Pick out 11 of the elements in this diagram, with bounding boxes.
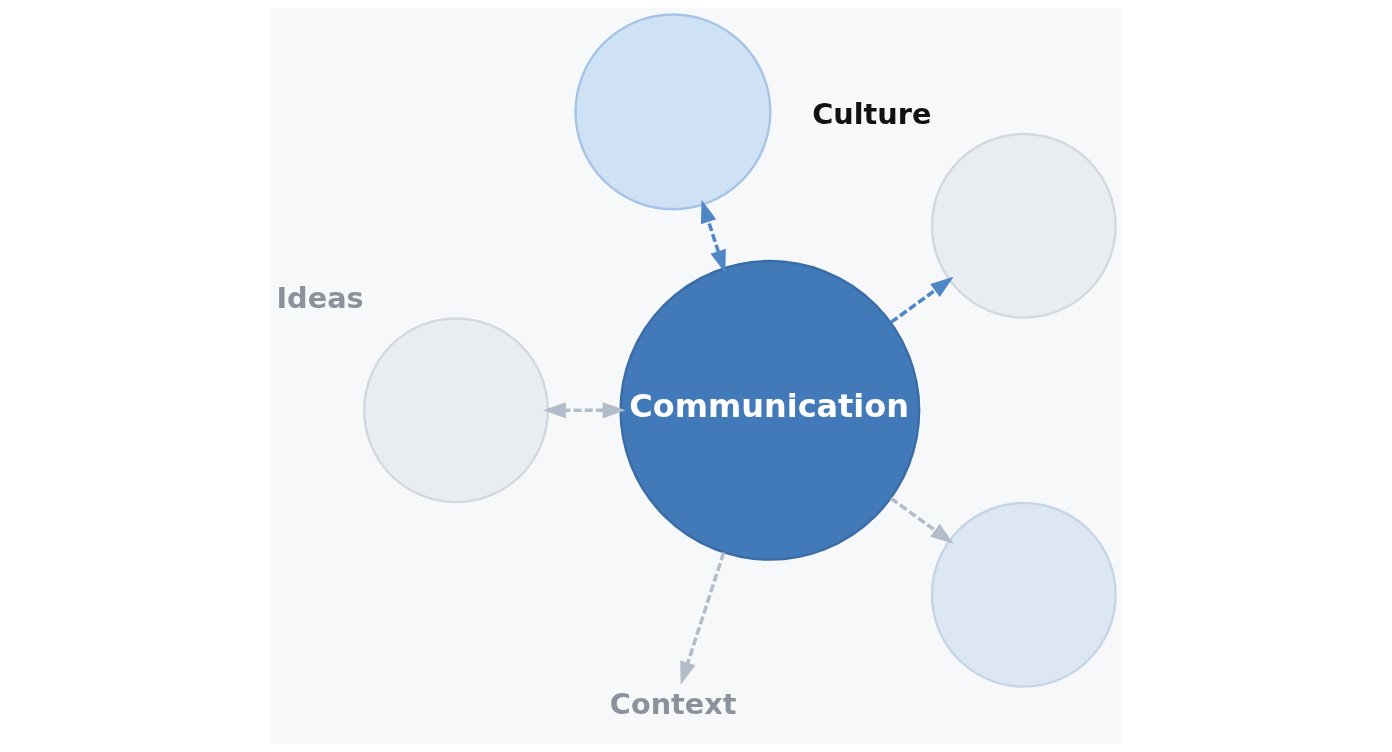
arrow — [700, 199, 726, 274]
arrow — [680, 552, 726, 685]
node-circle — [574, 13, 772, 211]
node-label: Culture — [812, 96, 932, 131]
node-label: Ideas — [276, 280, 364, 315]
node-circle: Communication — [619, 259, 921, 561]
arrow — [542, 402, 626, 419]
node-text: Context — [609, 687, 737, 722]
arrow — [889, 496, 954, 544]
node-circle — [363, 317, 550, 504]
arrow — [889, 276, 954, 324]
